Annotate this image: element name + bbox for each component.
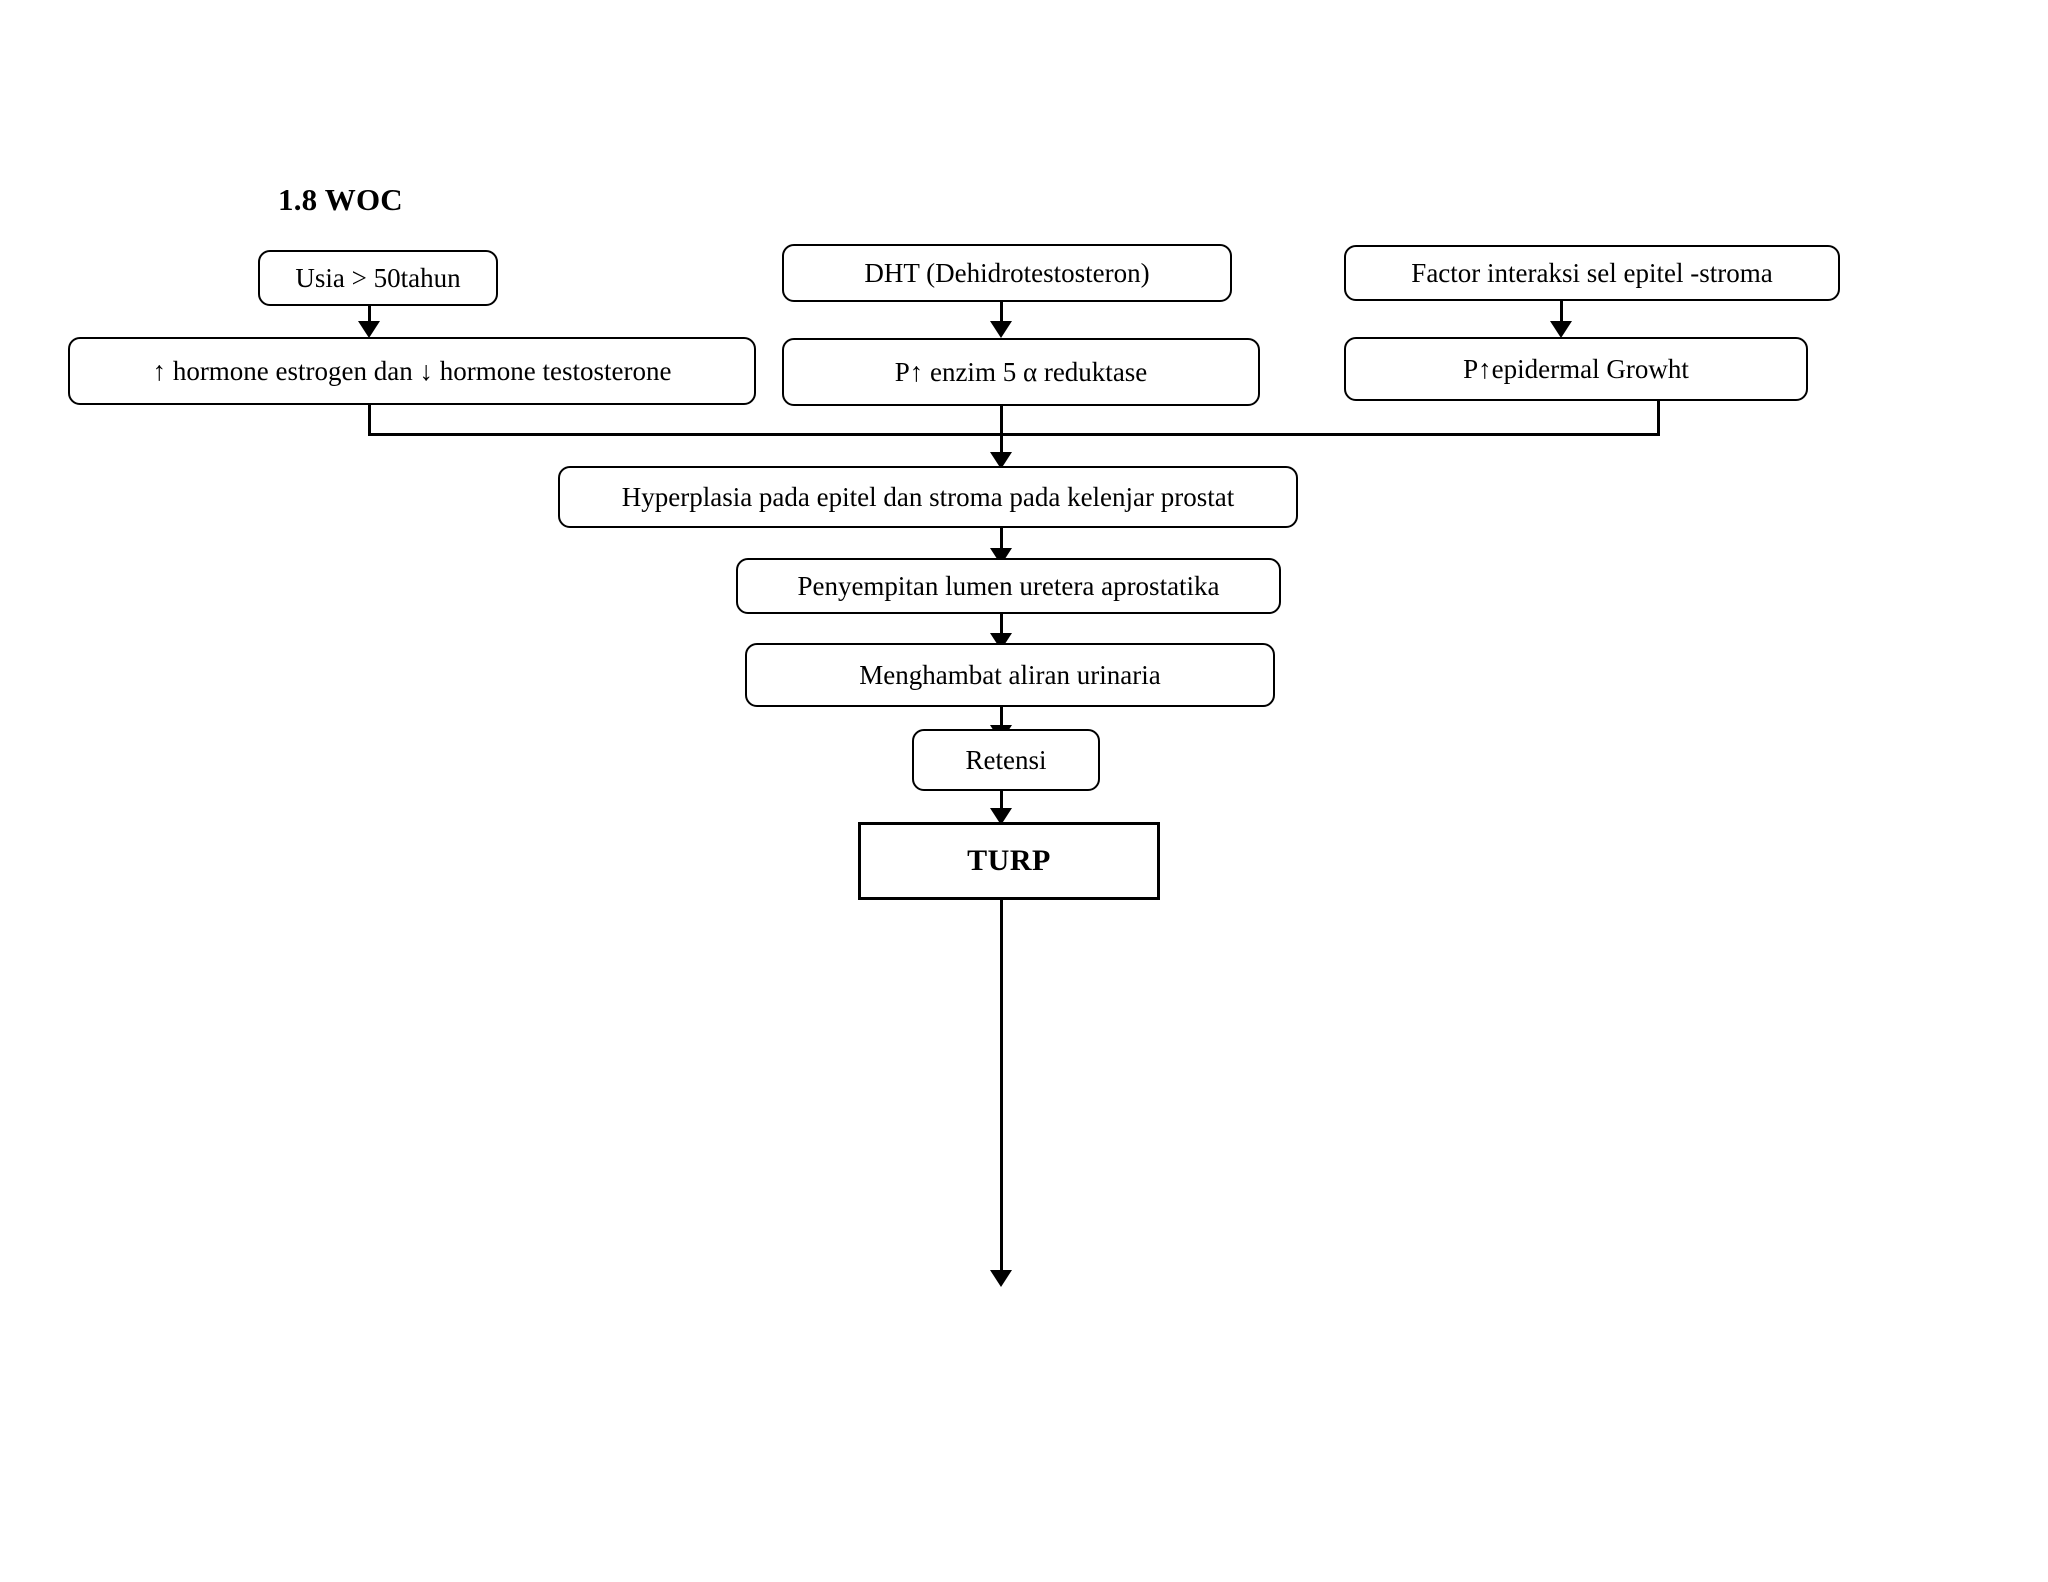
arrowhead-retensi-to-turp: [990, 808, 1012, 825]
node-penyempitan[interactable]: Penyempitan lumen uretera aprostatika: [736, 558, 1281, 614]
node-dht[interactable]: DHT (Dehidrotestosteron): [782, 244, 1232, 302]
node-factor-interaksi[interactable]: Factor interaksi sel epitel -stroma: [1344, 245, 1840, 301]
edge-penyempitan-to-menghambat: [1000, 614, 1003, 640]
edge-menghambat-to-retensi: [1000, 707, 1003, 731]
node-menghambat[interactable]: Menghambat aliran urinaria: [745, 643, 1275, 707]
node-epidermal-growth[interactable]: P↑epidermal Growht: [1344, 337, 1808, 401]
edge-epidermal-down: [1657, 401, 1660, 435]
edge-dht-to-enzim: [1000, 302, 1003, 325]
edge-retensi-to-turp: [1000, 791, 1003, 815]
arrowhead-bus-to-hyperplasia: [990, 452, 1012, 469]
node-usia[interactable]: Usia > 50tahun: [258, 250, 498, 306]
node-enzim-reduktase[interactable]: P↑ enzim 5 α reduktase: [782, 338, 1260, 406]
node-turp[interactable]: TURP: [858, 822, 1160, 900]
arrowhead-turp-outflow: [990, 1270, 1012, 1287]
node-retensi[interactable]: Retensi: [912, 729, 1100, 791]
arrowhead-factor-to-epidermal: [1550, 321, 1572, 338]
arrowhead-usia-to-hormone: [358, 321, 380, 338]
edge-turp-outflow: [1000, 900, 1003, 1275]
page-title: 1.8 WOC: [278, 182, 403, 217]
edge-usia-to-hormone: [368, 306, 371, 325]
edge-factor-to-epidermal: [1560, 301, 1563, 325]
edge-hormone-down: [368, 405, 371, 435]
edge-enzim-to-hyperplasia: [1000, 406, 1003, 460]
node-hyperplasia[interactable]: Hyperplasia pada epitel dan stroma pada …: [558, 466, 1298, 528]
node-hormone-estrogen-testosterone[interactable]: ↑ hormone estrogen dan ↓ hormone testost…: [68, 337, 756, 405]
edge-hyperplasia-to-penyempitan: [1000, 528, 1003, 554]
edge-convergence-bus: [368, 433, 1660, 436]
arrowhead-dht-to-enzim: [990, 321, 1012, 338]
